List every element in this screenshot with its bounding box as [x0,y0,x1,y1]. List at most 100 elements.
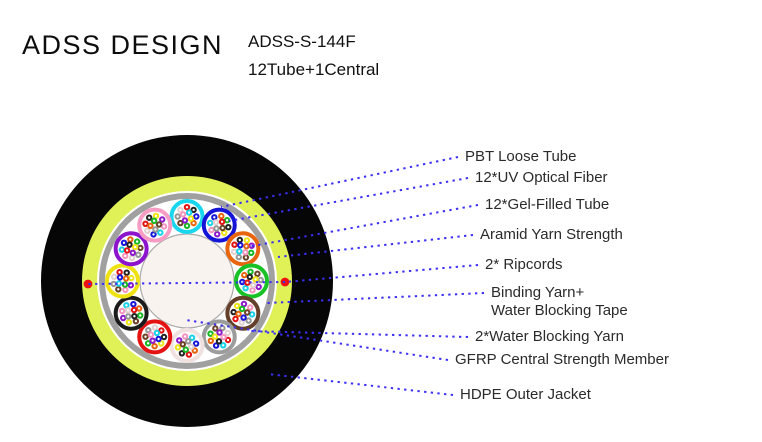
optical-fiber [130,306,138,314]
optical-fiber [250,281,257,289]
optical-fiber [146,214,153,221]
optical-fiber [128,254,136,262]
callout-line-6 [249,330,469,338]
tube-fill [113,295,149,331]
tube-wall [137,207,173,243]
optical-fiber [230,308,237,316]
optical-fiber [244,309,251,316]
optical-fiber [248,249,255,257]
optical-fiber [182,346,190,353]
optical-fiber [159,216,166,223]
label-gel-filled-tube: 12*Gel-Filled Tube [485,196,610,213]
optical-fiber [160,223,168,230]
optical-fiber [207,330,214,337]
optical-fiber [177,206,184,214]
optical-fiber [147,222,154,230]
optical-fiber [207,337,215,344]
optical-fiber [183,204,191,211]
optical-fiber [245,317,252,324]
optical-fiber [218,218,226,226]
optical-fiber [235,253,243,261]
optical-fiber [174,344,182,351]
optical-fiber [118,246,126,253]
optical-fiber [152,212,160,220]
tube-wall [201,319,237,355]
optical-fiber [123,269,130,276]
optical-fiber [125,319,133,326]
tube-wall [105,263,140,299]
label-uv-optical-fiber: 12*UV Optical Fiber [475,169,608,186]
callout-line-4 [284,264,479,283]
model-number: ADSS-S-144F [248,32,356,51]
optical-fiber [132,318,140,325]
optical-fiber [193,213,200,220]
core-config: 12Tube+1Central [248,60,380,79]
tube-wall [225,231,261,267]
optical-fiber [236,248,243,255]
optical-fiber [233,302,241,310]
tube-wall [113,231,149,267]
optical-fiber [223,217,231,224]
optical-fiber [177,219,184,227]
optical-fiber [157,229,164,236]
label-hdpe-outer-jacket: HDPE Outer Jacket [460,386,591,403]
optical-fiber [218,212,225,220]
optical-fiber [152,226,159,233]
optical-fiber [128,274,135,282]
optical-fiber [178,350,186,357]
optical-fiber [211,333,219,340]
optical-fiber [137,312,144,319]
tube-fill [201,207,237,243]
tube-wall [234,263,269,299]
optical-fiber [150,217,158,225]
label-gfrp-central-strength-member: GFRP Central Strength Member [455,351,669,368]
loose-tube-yellow [105,263,140,299]
callout-lines [87,156,485,396]
optical-fiber [118,307,126,315]
optical-fiber [150,231,157,238]
optical-fiber [191,347,199,354]
optical-fiber [123,247,131,254]
loose-tube-green [234,263,269,299]
loose-tube-red [137,319,173,355]
optical-fiber [116,274,124,281]
tube-fill [105,263,140,299]
optical-fiber [244,279,251,286]
optical-fiber [147,331,155,338]
optical-fiber [183,222,191,230]
page-title: ADSS DESIGN [22,30,224,60]
optical-fiber [123,302,130,309]
optical-fiber [242,249,249,256]
callout-line-5 [266,292,485,304]
optical-fiber [215,338,223,345]
optical-fiber [132,243,139,251]
loose-tube-slate [201,319,237,355]
optical-fiber [219,224,226,232]
callout-line-1 [228,177,469,222]
optical-fiber [238,305,246,313]
tube-fill [137,207,173,243]
optical-fiber [188,334,196,341]
optical-fiber [122,275,130,282]
optical-fiber [240,300,248,308]
optical-fiber [129,249,137,257]
optical-fiber [212,325,219,332]
optical-fiber [240,314,247,321]
optical-fiber [122,286,129,293]
loose-tube-aqua [169,199,205,234]
optical-fiber [179,341,187,348]
optical-fiber [155,335,162,343]
optical-fiber [122,252,129,260]
optical-fiber [135,251,142,258]
optical-fiber [216,329,223,336]
optical-fiber [235,310,242,318]
optical-fiber [213,225,220,232]
optical-fiber [187,215,195,222]
optical-fiber [144,340,152,347]
optical-fiber [257,276,264,284]
optical-fiber [116,269,123,276]
optical-fiber [207,219,214,227]
optical-fiber [246,273,254,281]
optical-fiber [142,220,149,228]
